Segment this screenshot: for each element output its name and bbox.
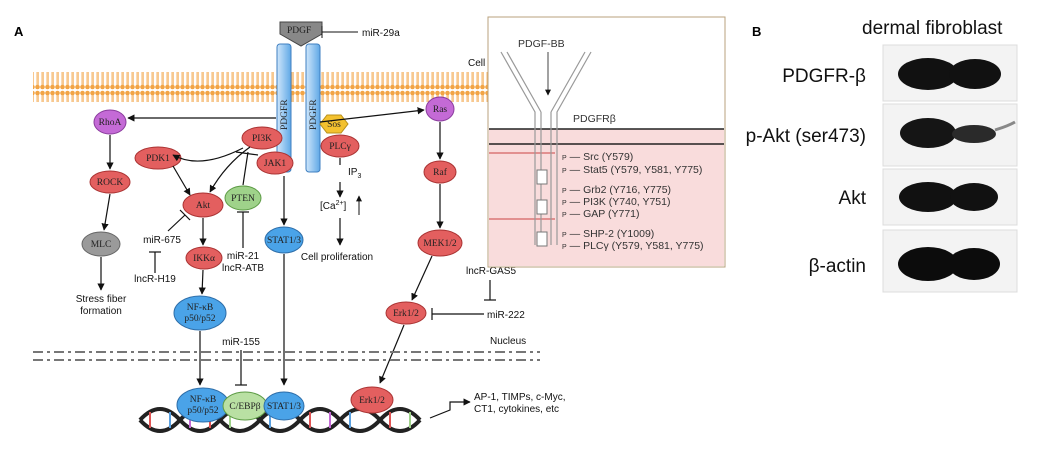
ikka-label: IKKα [193, 254, 215, 264]
inset-site-4: P— PI3K (Y740, Y751) [562, 196, 670, 208]
nuclear-membrane [33, 351, 540, 361]
inset-site-6: P— SHP-2 (Y1009) [562, 228, 654, 240]
rock-label: ROCK [97, 178, 124, 188]
inset-receptor-label: PDGFRβ [573, 113, 616, 125]
blot-row-1: PDGFR-β [782, 66, 866, 87]
erk-node [385, 301, 427, 325]
erk-nuclear-label: Erk1/2 [359, 396, 385, 406]
inset-site-1: P— Src (Y579) [562, 151, 633, 163]
inset-site-2: P— Stat5 (Y579, Y581, Y775) [562, 164, 702, 176]
panel-a-label: A [14, 24, 24, 39]
ras-node [425, 96, 455, 122]
jak1-node [256, 151, 294, 175]
nfkb-nuclear-bottom: p50/p52 [187, 406, 218, 416]
pdgfr-inset: PDGF-BB PDGFRβ P— Src (Y579) P— Stat5 (Y… [487, 16, 726, 268]
nfkb-label-top: NF-κB [187, 303, 213, 313]
blot-header: dermal fibroblast [862, 18, 1003, 39]
nucleus-label: Nucleus [490, 336, 526, 347]
pdgfr-right [305, 43, 321, 173]
pdgfr-label-left: PDGFR [280, 99, 290, 130]
band-akt-2 [950, 183, 998, 211]
mir222-label: miR-222 [487, 310, 525, 321]
nfkb-node [173, 295, 227, 331]
inset-ligand-label: PDGF-BB [518, 38, 565, 50]
cell-label: Cell [468, 58, 485, 69]
erk-label: Erk1/2 [393, 309, 419, 319]
pten-label: PTEN [231, 194, 255, 204]
mir675-label: miR-675 [143, 235, 181, 246]
mlc-label: MLC [91, 240, 112, 250]
stress-label-1: Stress fiber [76, 294, 127, 305]
pten-node [224, 185, 262, 211]
stat-nuclear-node [263, 391, 305, 421]
rock-node [89, 170, 131, 194]
stat-label: STAT1/3 [267, 236, 301, 246]
pathway-arrows [97, 107, 471, 419]
mir29a-label: miR-29a [362, 28, 400, 39]
inset-site-7: P— PLCγ (Y579, Y581, Y775) [562, 240, 704, 252]
band-pakt-1 [900, 118, 956, 148]
pdgf-label: PDGF [287, 26, 311, 36]
blot-panels [882, 44, 1018, 293]
raf-label: Raf [433, 167, 448, 178]
pdk1-label: PDK1 [146, 154, 170, 164]
stat-node [264, 226, 304, 254]
lncatb-label: lncR-ATB [222, 263, 264, 274]
pdgf-ligand [279, 21, 323, 47]
band-pakt-2 [952, 125, 996, 143]
nfkb-nuclear-node [176, 387, 230, 423]
stress-label-2: formation [80, 306, 122, 317]
raf-node [423, 160, 457, 184]
jak1-label: JAK1 [264, 159, 286, 169]
inset-site-3: P— Grb2 (Y716, Y775) [562, 184, 671, 196]
pi3k-node [241, 126, 283, 150]
plcg-label: PLCγ [329, 142, 351, 152]
sos-label: Sos [327, 120, 341, 130]
mlc-node [81, 231, 121, 257]
lncgas5-label: lncR-GAS5 [466, 266, 516, 277]
band-actin-2 [948, 248, 1000, 280]
cellprolif-label: Cell proliferation [301, 252, 373, 263]
band-pdgfr-2 [949, 59, 1001, 89]
lnch19-label: lncR-H19 [134, 274, 176, 285]
inhibition-lines [149, 151, 496, 386]
ikka-node [185, 246, 223, 270]
blot-row-3: Akt [839, 188, 867, 209]
nfkb-label-bottom: p50/p52 [184, 314, 215, 324]
ras-label: Ras [433, 105, 448, 115]
rhoa-label: RhoA [99, 118, 122, 128]
cell-membrane [33, 72, 488, 102]
band-actin-1 [898, 247, 958, 281]
ca-label: [Ca2+] [320, 200, 347, 212]
mir21-label: miR-21 [227, 251, 260, 262]
panel-b-label: B [752, 24, 761, 39]
blot-row-4: β-actin [809, 256, 866, 277]
band-pdgfr-1 [898, 58, 958, 90]
rhoa-node [93, 109, 127, 135]
stat-nuclear-label: STAT1/3 [267, 402, 301, 412]
nfkb-nuclear-top: NF-κB [190, 395, 216, 405]
mek-label: MEK1/2 [423, 239, 457, 249]
cebpb-label: C/EBPβ [229, 402, 260, 412]
mir155-label: miR-155 [222, 337, 260, 348]
mek-node [417, 229, 463, 257]
blot-row-2: p-Akt (ser473) [746, 126, 866, 147]
band-akt-1 [899, 182, 957, 212]
plcg-node [320, 134, 360, 158]
pi3k-label: PI3K [252, 134, 272, 144]
erk-nuclear-node [350, 386, 394, 414]
inset-site-5: P— GAP (Y771) [562, 208, 640, 220]
targets-line-1: AP-1, TIMPs, c-Myc, [474, 392, 566, 403]
akt-node [182, 192, 224, 218]
targets-line-2: CT1, cytokines, etc [474, 404, 559, 415]
ip3-label: IP3 [348, 167, 361, 180]
pdgfr-label-right: PDGFR [309, 99, 319, 130]
akt-label: Akt [196, 201, 211, 211]
